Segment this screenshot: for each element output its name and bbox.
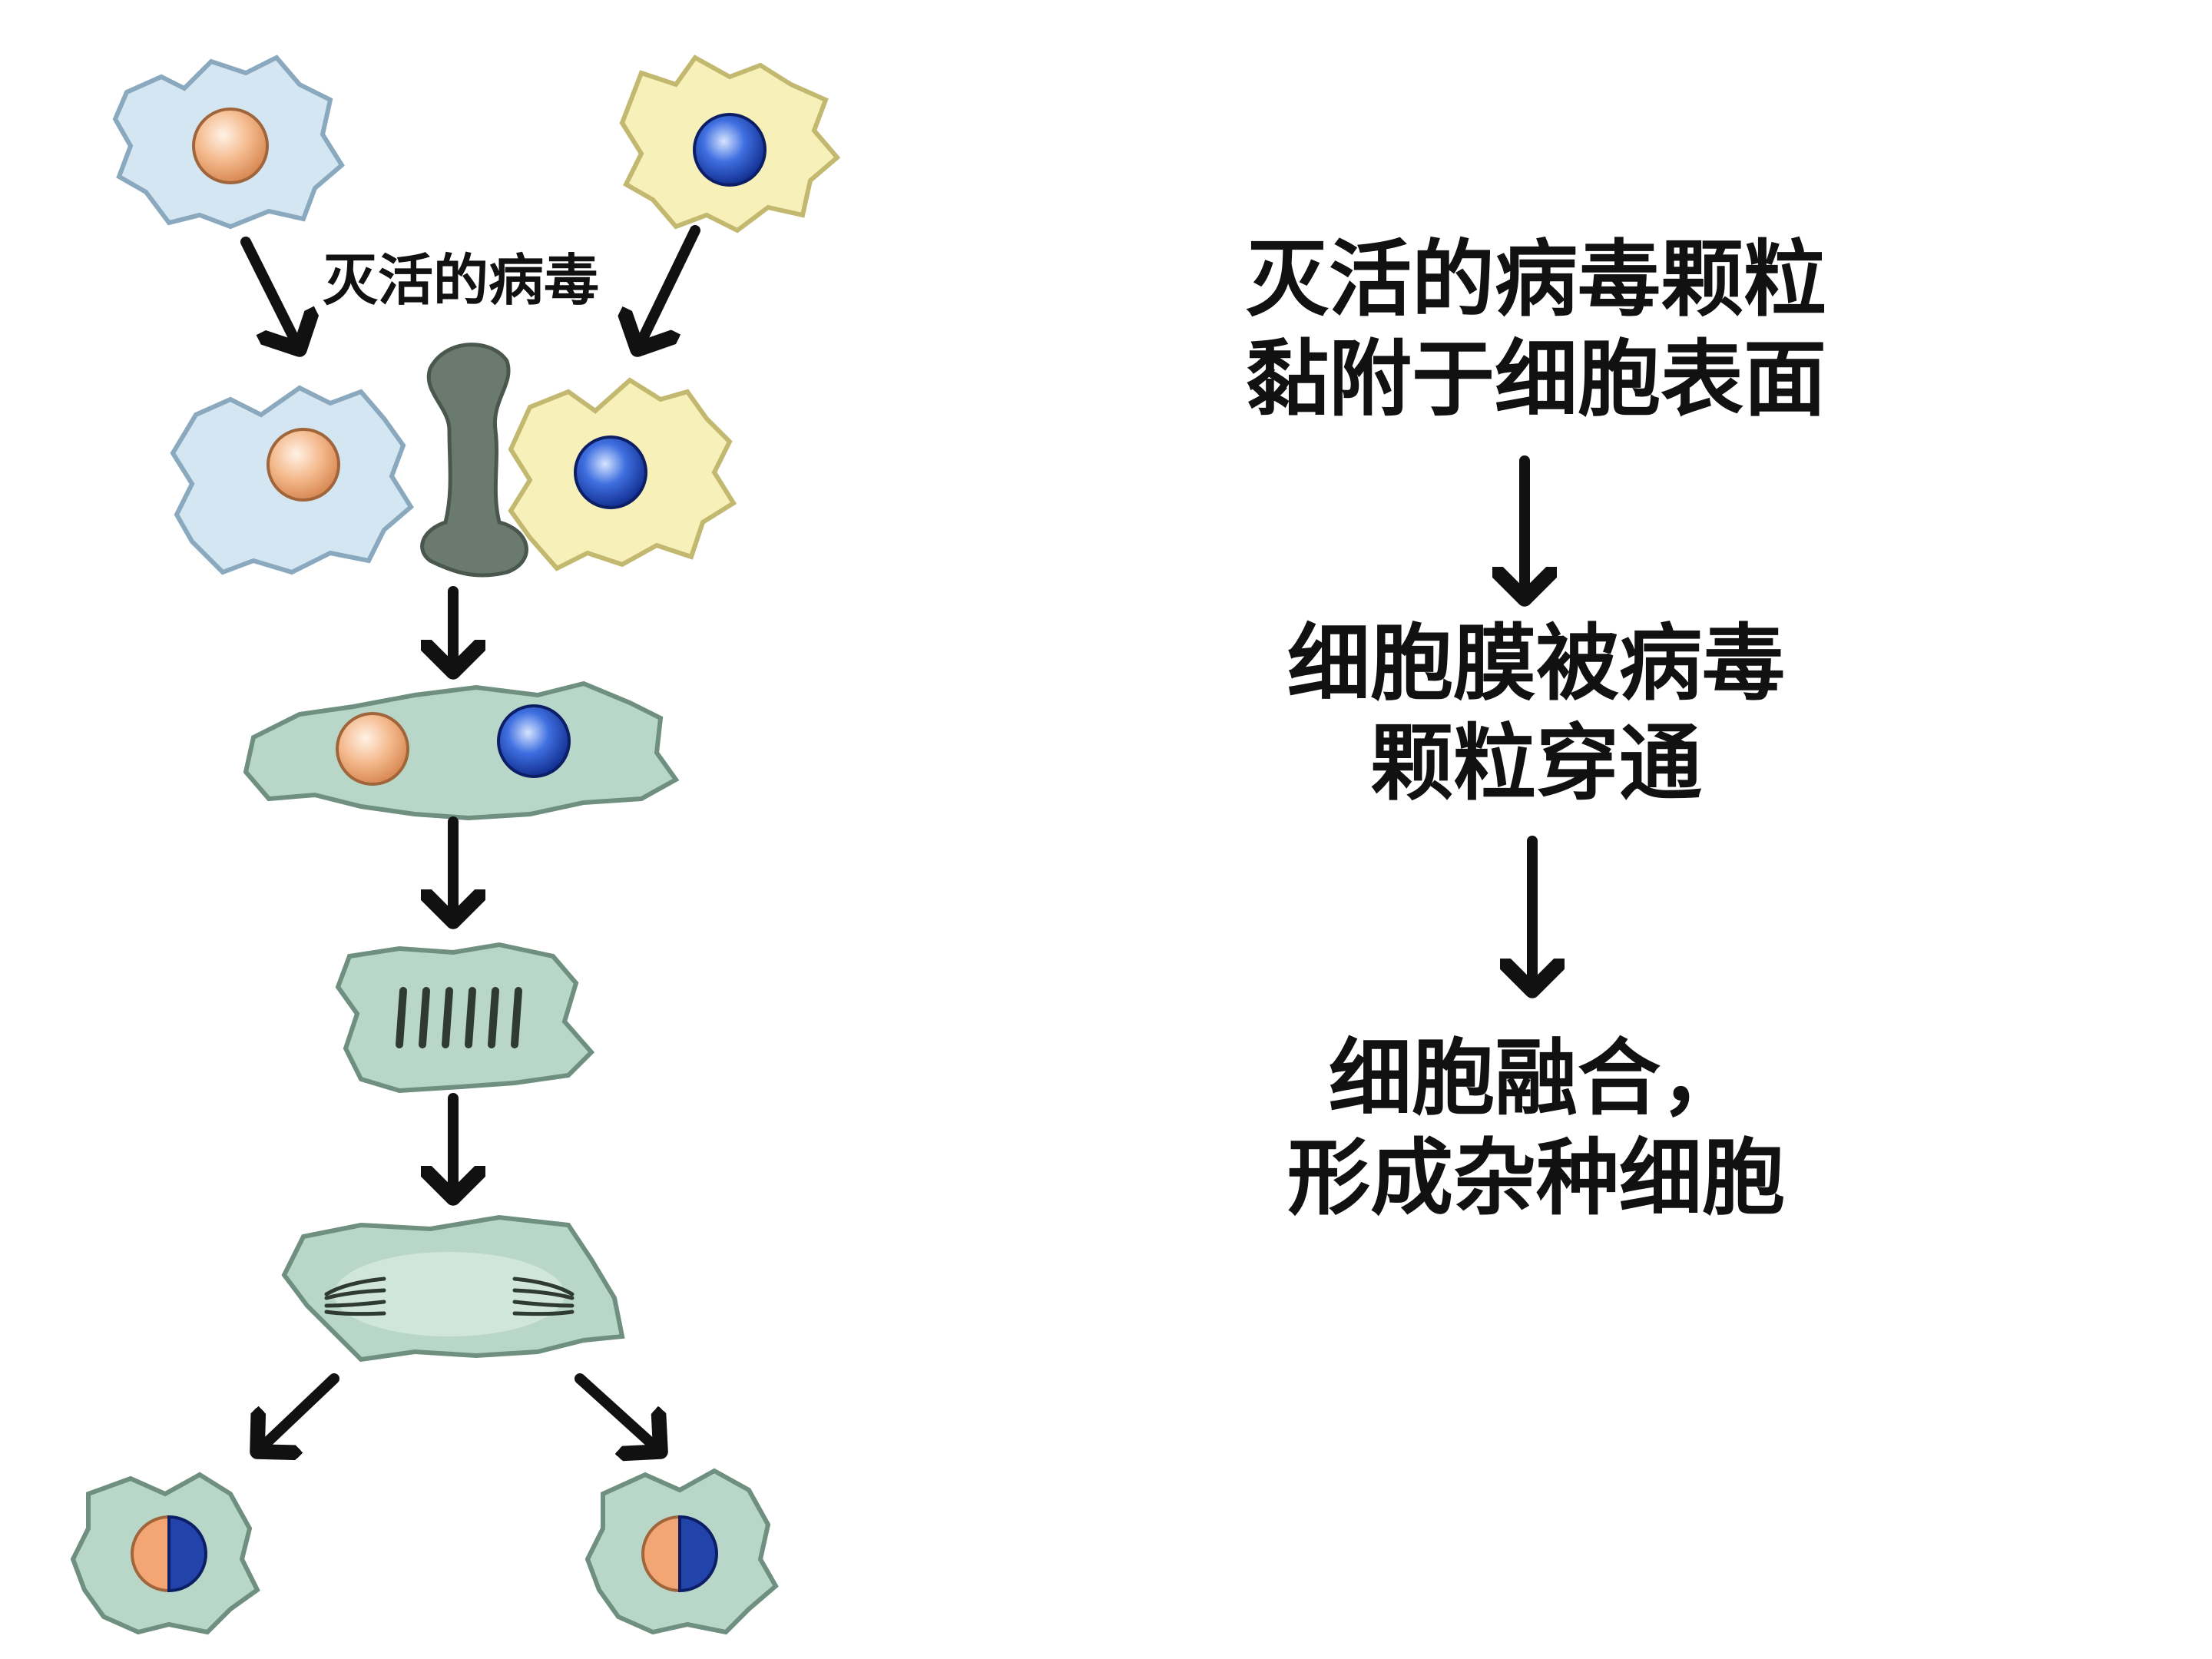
virus-particle <box>420 343 528 578</box>
spindle-zone <box>334 1252 565 1336</box>
down-arrow-icon <box>240 237 300 349</box>
flow-step-2: 细胞膜被病毒 颗粒穿通 <box>1152 614 1920 814</box>
fused-cell <box>243 680 680 821</box>
nucleus-blue <box>497 704 571 778</box>
nucleus-orange <box>336 712 409 786</box>
down-arrow-icon <box>637 225 700 349</box>
cell-b-second <box>508 377 737 571</box>
nucleus-orange <box>192 108 269 184</box>
chromosome-bands <box>396 987 522 1048</box>
hybrid-nucleus <box>131 1515 207 1593</box>
nucleus-orange <box>267 428 340 502</box>
flow-step-3: 细胞融合， 形成杂种细胞 <box>1152 1029 1920 1229</box>
cell-b-top <box>619 55 841 233</box>
nucleus-blue <box>574 435 647 509</box>
flow-step-1: 灭活的病毒颗粒 黏附于细胞表面 <box>1152 230 1920 430</box>
fused-cell-icon <box>243 680 680 821</box>
down-arrow-icon <box>575 1373 661 1452</box>
down-arrow-icon <box>257 1373 339 1452</box>
hybrid-cell-left <box>70 1472 260 1635</box>
hybrid-cell-right <box>584 1468 779 1635</box>
flow-step-2-line-2: 颗粒穿通 <box>1369 716 1702 812</box>
dividing-cell <box>281 1214 625 1363</box>
cell-a-top <box>112 55 345 230</box>
flow-step-3-line-1: 细胞融合， <box>1328 1031 1743 1127</box>
virus-label: 灭活的病毒 <box>322 248 599 313</box>
spindle-left <box>324 1277 386 1316</box>
flow-step-1-line-2: 黏附于细胞表面 <box>1245 332 1826 428</box>
spindle-right <box>512 1277 575 1316</box>
flow-step-1-line-1: 灭活的病毒颗粒 <box>1245 232 1826 328</box>
virus-particle-icon <box>420 343 528 578</box>
flow-step-2-line-1: 细胞膜被病毒 <box>1286 616 1785 712</box>
metaphase-cell <box>335 942 595 1094</box>
nucleus-blue <box>693 113 767 187</box>
fused-cell-icon <box>335 942 595 1094</box>
flow-step-3-line-2: 形成杂种细胞 <box>1286 1131 1785 1227</box>
cell-a-second <box>170 385 414 575</box>
hybrid-nucleus <box>641 1515 718 1593</box>
